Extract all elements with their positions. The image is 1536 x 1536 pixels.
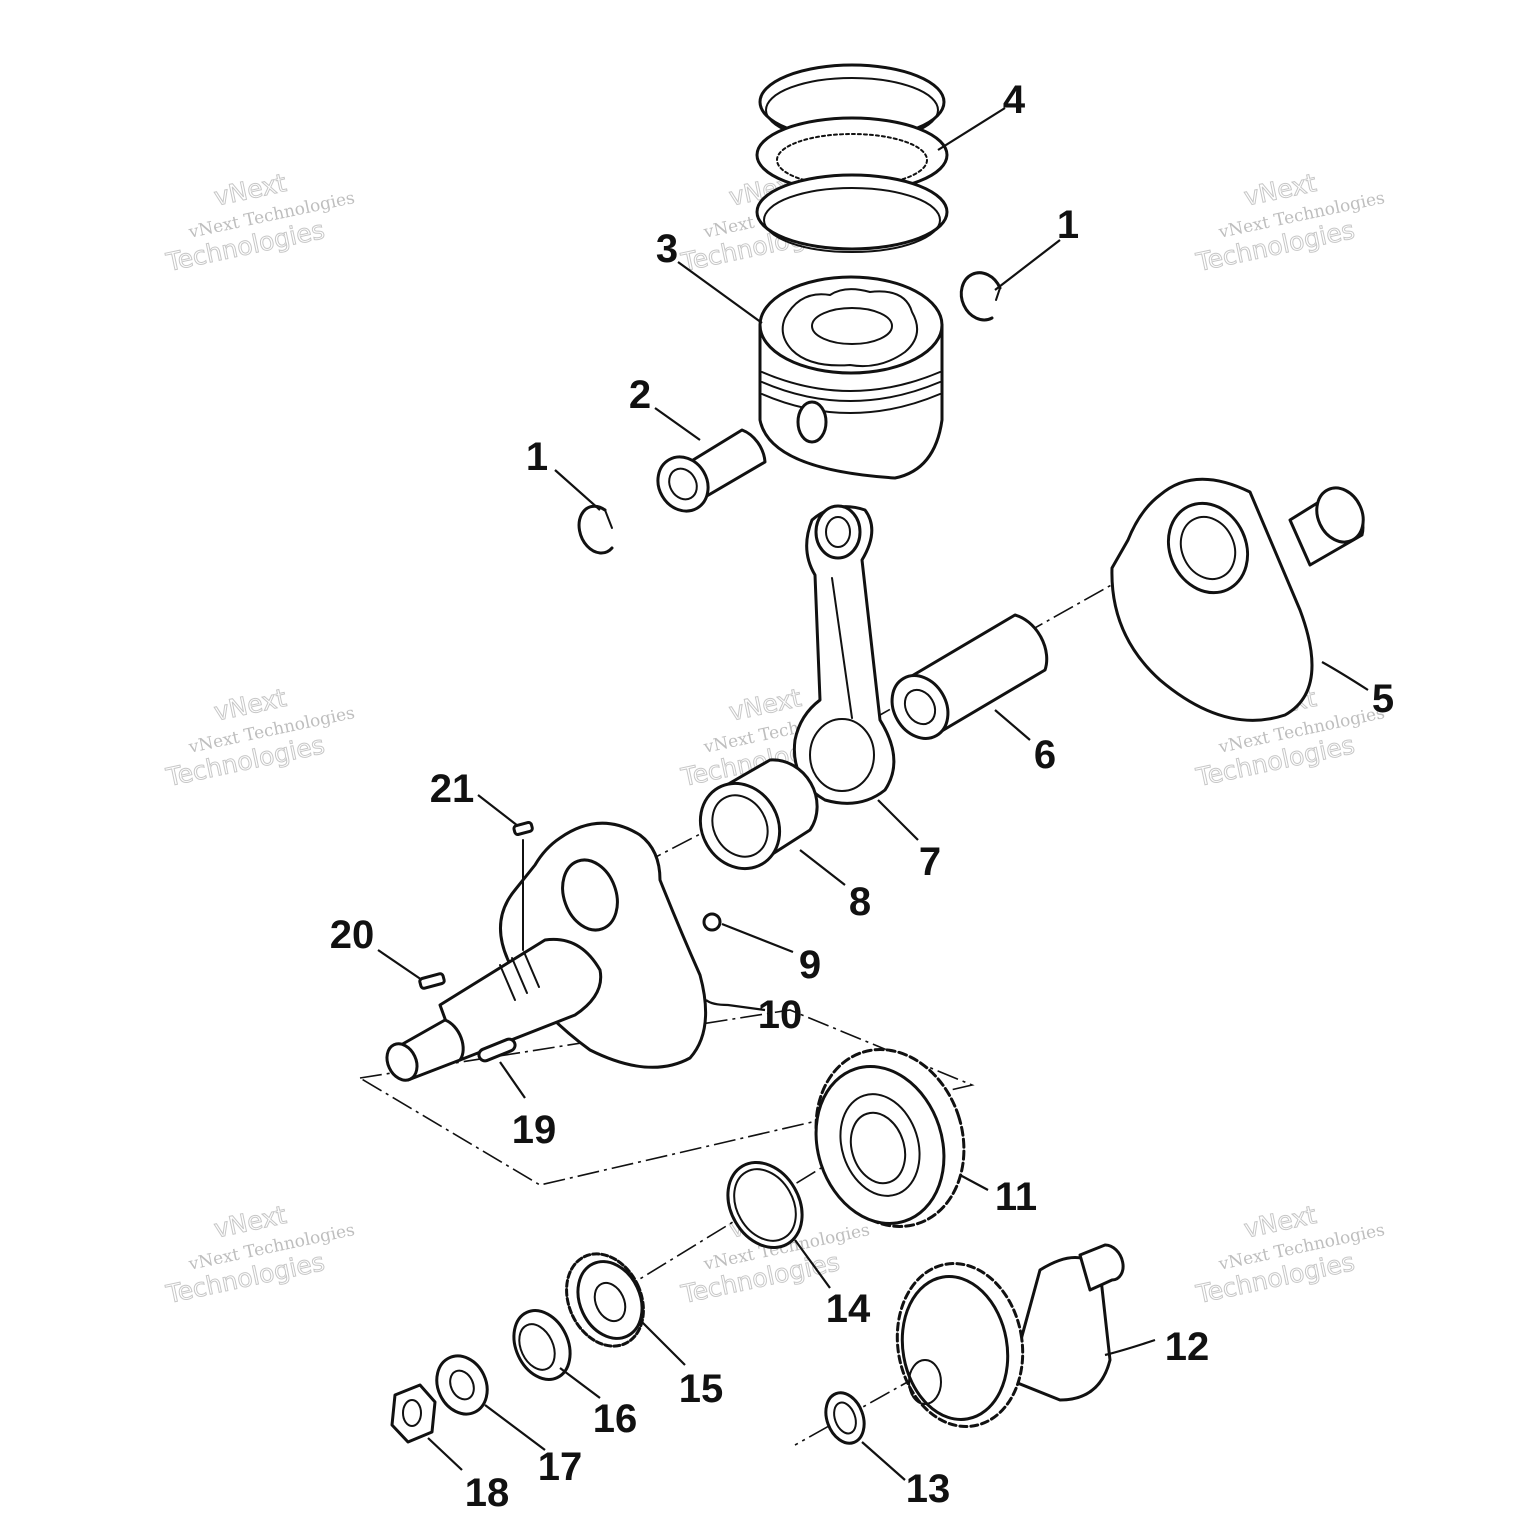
- callout-10: 10: [758, 993, 803, 1037]
- piston-pin: [656, 428, 767, 513]
- leader-15: [639, 1319, 686, 1366]
- leader-9: [721, 922, 794, 954]
- callout-21: 21: [430, 767, 475, 811]
- callout-19: 19: [512, 1108, 557, 1152]
- callout-7: 7: [919, 840, 941, 884]
- leader-8: [799, 849, 846, 886]
- leader-17: [484, 1404, 546, 1451]
- circlip-upper: [959, 271, 1002, 322]
- crankshaft-right: [1110, 477, 1365, 722]
- crank-gear: [814, 1048, 966, 1228]
- leader-6: [994, 709, 1031, 741]
- callout-4: 4: [1003, 78, 1026, 122]
- leader-lines: [377, 107, 1369, 1481]
- callout-9: 9: [799, 943, 821, 987]
- lock-nut: [512, 1309, 572, 1381]
- callout-14: 14: [826, 1287, 871, 1331]
- washer-13: [824, 1391, 866, 1445]
- woodruff-key-21: [512, 820, 534, 836]
- crankshaft-left: [385, 821, 708, 1082]
- callout-15: 15: [679, 1367, 724, 1411]
- callout-16: 16: [593, 1397, 638, 1441]
- washer-17: [435, 1354, 489, 1416]
- balancer-shaft: [895, 1243, 1125, 1428]
- connecting-rod: [792, 504, 896, 805]
- callout-5: 5: [1372, 677, 1394, 721]
- callout-3: 3: [656, 227, 678, 271]
- leader-7: [877, 799, 919, 841]
- callout-labels: 1 1 2 3 4 5 6 7 8 9 10 11 12 13 14 15 16…: [330, 78, 1394, 1515]
- callout-1a: 1: [1057, 203, 1079, 247]
- callout-11: 11: [995, 1175, 1037, 1219]
- leader-11: [959, 1174, 989, 1191]
- callout-18: 18: [465, 1471, 510, 1515]
- thrust-washer: [726, 1160, 804, 1250]
- hex-nut: [390, 1383, 437, 1444]
- watermark: vNext vNext Technologies Technologies: [162, 1200, 356, 1310]
- callout-6: 6: [1034, 733, 1056, 777]
- leader-16: [559, 1367, 601, 1399]
- sprocket: [565, 1252, 645, 1348]
- piston-rings: [755, 63, 949, 253]
- leader-12: [1104, 1338, 1156, 1357]
- callout-13: 13: [906, 1467, 951, 1511]
- piston: [758, 275, 944, 480]
- leader-14: [794, 1239, 831, 1289]
- crank-pin: [890, 613, 1049, 740]
- dowel-pin: [477, 1037, 517, 1063]
- callout-17: 17: [538, 1445, 583, 1489]
- leader-19: [499, 1061, 526, 1099]
- leader-21: [477, 794, 519, 827]
- woodruff-key-20: [418, 972, 446, 990]
- leader-20: [377, 949, 423, 981]
- leader-1a: [994, 239, 1061, 291]
- leader-5: [1321, 661, 1369, 691]
- check-ball: [702, 912, 722, 932]
- callout-20: 20: [330, 913, 375, 957]
- callout-1b: 1: [526, 435, 548, 479]
- leader-10: [705, 999, 766, 1012]
- watermark: vNext vNext Technologies Technologies: [162, 683, 356, 793]
- circlip-lower: [577, 504, 614, 555]
- callout-12: 12: [1165, 1325, 1210, 1369]
- leader-13: [861, 1441, 906, 1481]
- watermark: vNext vNext Technologies Technologies: [1192, 1200, 1386, 1310]
- leader-4: [937, 107, 1006, 151]
- callout-8: 8: [849, 880, 871, 924]
- leader-3: [677, 261, 763, 324]
- watermark: vNext vNext Technologies Technologies: [162, 168, 356, 278]
- needle-bearing: [698, 758, 819, 871]
- callout-2: 2: [629, 373, 651, 417]
- leader-2: [654, 407, 701, 441]
- watermark: vNext vNext Technologies Technologies: [1192, 168, 1386, 278]
- leader-18: [427, 1437, 463, 1471]
- leader-1b: [554, 469, 601, 511]
